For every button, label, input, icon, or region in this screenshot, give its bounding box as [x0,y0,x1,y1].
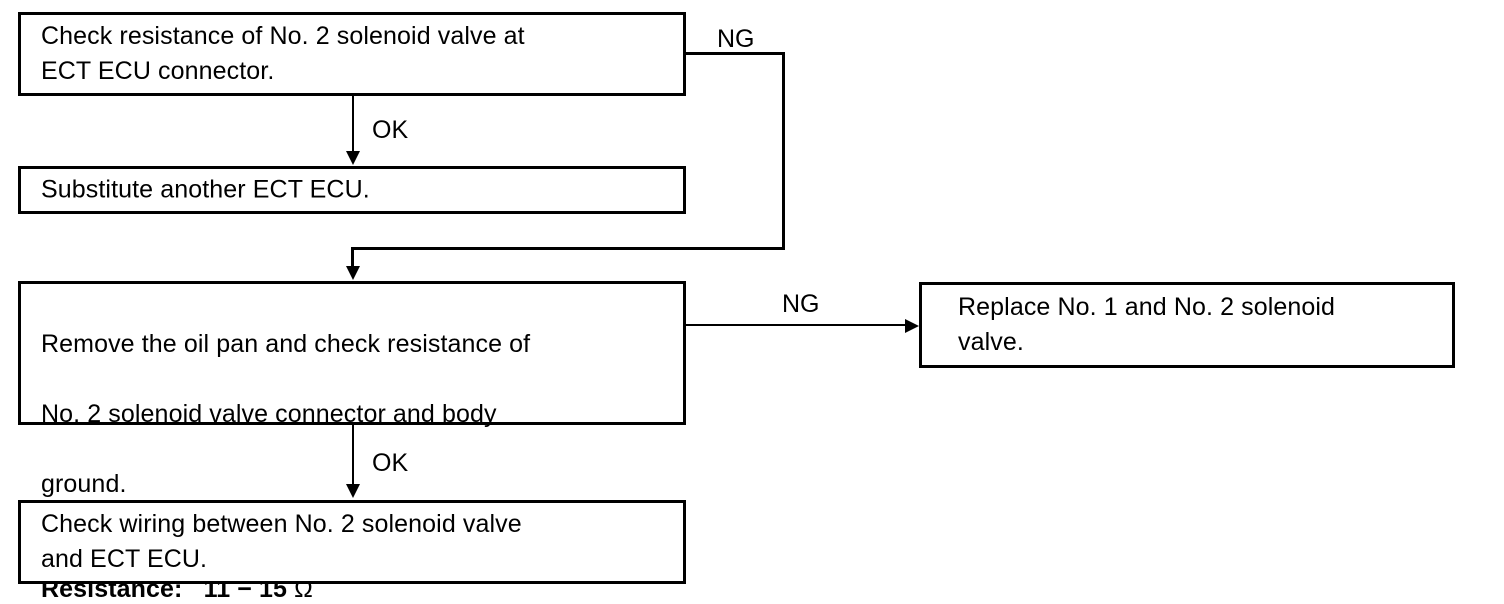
flow-node-replace-solenoid-valve[interactable]: Replace No. 1 and No. 2 solenoid valve. [919,282,1455,368]
edge-ng1-segment-vertical-into-box3 [351,247,354,269]
flow-node-text: Check wiring between No. 2 solenoid valv… [41,510,522,573]
edge-ng2-line [686,324,908,326]
edge-ng1-segment-horizontal-out [686,52,785,55]
flow-node-text-block: Remove the oil pan and check resistance … [41,292,675,604]
flow-node-text: Replace No. 1 and No. 2 solenoid valve. [958,293,1336,356]
flow-node-remove-oil-pan[interactable]: Remove the oil pan and check resistance … [18,281,686,603]
edge-label-ok-2: OK [372,449,409,477]
flow-node-text-line-3: ground. [41,470,127,498]
flow-node-substitute-ecu[interactable]: Substitute another ECT ECU. [18,166,686,214]
flow-node-text: Check resistance of No. 2 solenoid valve… [41,22,525,85]
edge-label-ok-1: OK [372,116,409,144]
edge-ok1-arrowhead [345,151,360,165]
edge-ok2-line [352,425,354,485]
edge-label-ng-2: NG [782,290,820,318]
edge-label-ng-1: NG [717,25,755,53]
edge-ng1-segment-vertical-down [782,52,785,250]
edge-ok1-line [352,96,354,152]
edge-ng2-arrowhead [905,318,919,333]
flow-node-check-wiring[interactable]: Check wiring between No. 2 solenoid valv… [18,500,686,584]
flow-node-check-resistance-ecu-connector[interactable]: Check resistance of No. 2 solenoid valve… [18,12,686,96]
edge-ng1-segment-horizontal-back [351,247,785,250]
flow-node-text: Substitute another ECT ECU. [41,175,370,204]
edge-ng1-arrowhead [345,266,360,280]
edge-ok2-arrowhead [345,484,360,498]
flow-node-text-line-1: Remove the oil pan and check resistance … [41,330,531,358]
flow-node-text-line-2: No. 2 solenoid valve connector and body [41,400,497,428]
